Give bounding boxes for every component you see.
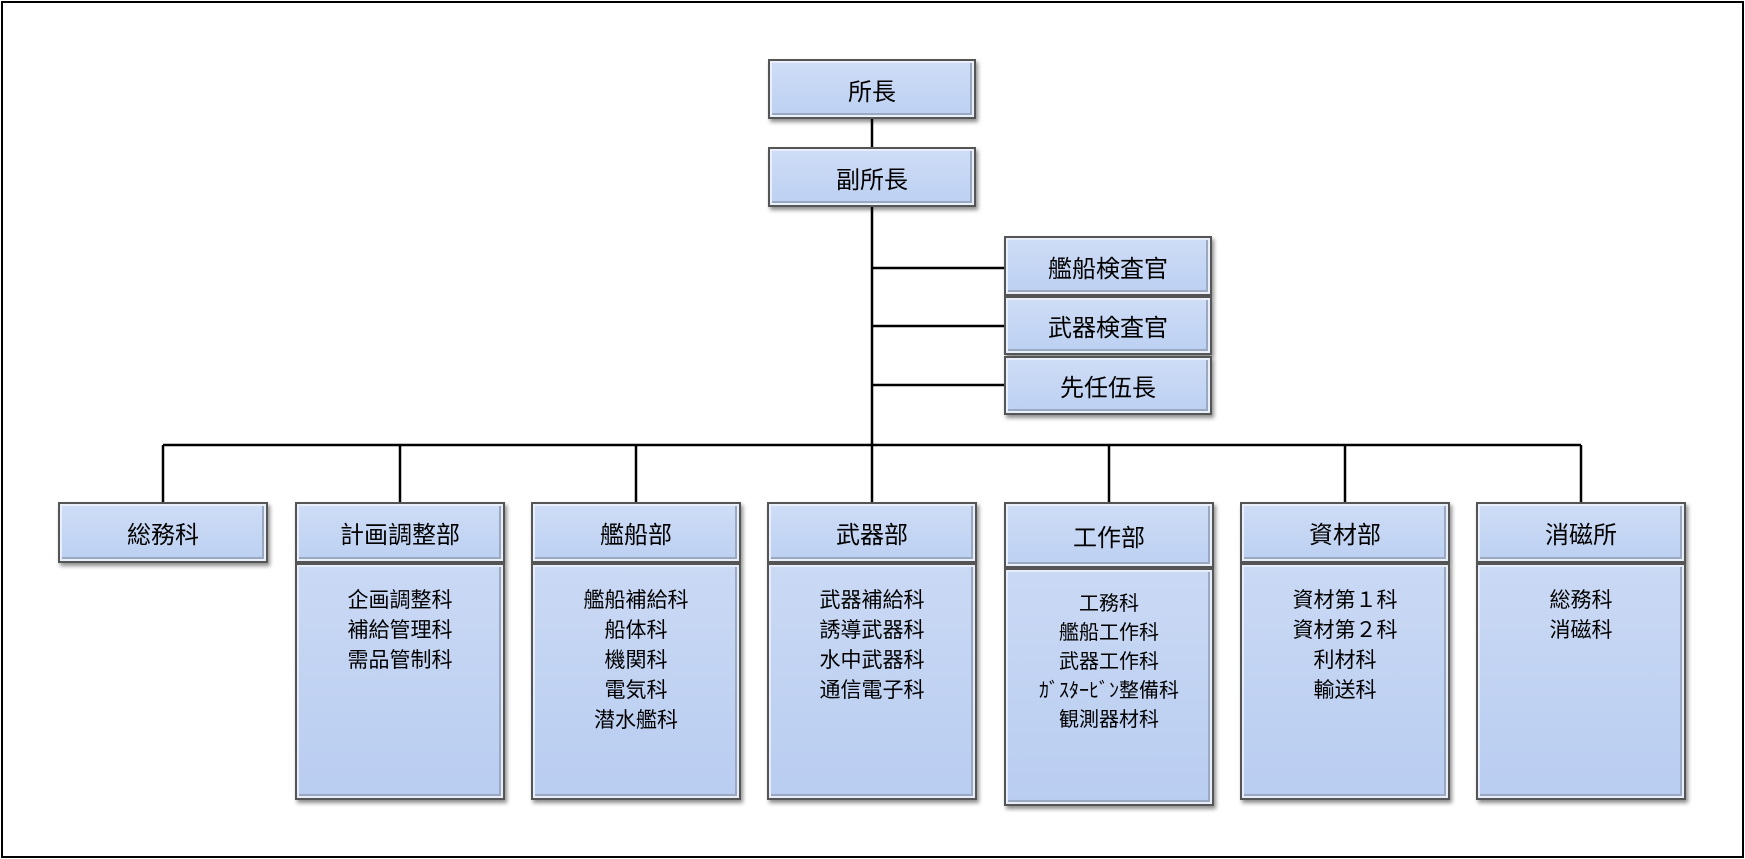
node-deputy-label: 副所長 [836,165,908,194]
unit-label: 総務科 [1549,588,1613,612]
unit-label: 潜水艦科 [594,708,678,732]
node-staff-2-label: 武器検査官 [1048,314,1168,342]
unit-label: 船体科 [604,618,668,642]
node-dept-6-label: 資材部 [1309,521,1381,549]
node-dept-3-units: 艦船補給科 船体科 機関科 電気科 潜水艦科 [531,563,741,800]
unit-label: 艦船工作科 [1059,620,1159,644]
node-dept-2: 計画調整部 [295,502,505,563]
node-dept-6-units: 資材第１科 資材第２科 利材科 輸送科 [1240,563,1450,800]
unit-label: ｶﾞｽﾀｰﾋﾞﾝ整備科 [1039,678,1179,702]
node-dept-1-label: 総務科 [127,521,199,549]
unit-label: 輸送科 [1313,678,1377,702]
node-dept-5-units: 工務科 艦船工作科 武器工作科 ｶﾞｽﾀｰﾋﾞﾝ整備科 観測器材科 [1004,568,1214,806]
node-dept-5-label: 工作部 [1073,523,1145,552]
node-dept-3-label: 艦船部 [600,521,672,549]
unit-label: 資材第２科 [1292,618,1398,642]
node-dept-4-units: 武器補給科 誘導武器科 水中武器科 通信電子科 [767,563,977,800]
unit-label: 補給管理科 [347,618,453,642]
unit-label: 資材第１科 [1292,588,1398,612]
node-staff-1: 艦船検査官 [1004,236,1212,296]
node-dept-1: 総務科 [58,502,268,563]
node-dept-5: 工作部 [1004,502,1214,568]
node-dept-6: 資材部 [1240,502,1450,563]
unit-label: 利材科 [1313,648,1377,672]
unit-label: 武器工作科 [1059,649,1159,673]
node-staff-1-label: 艦船検査官 [1048,254,1168,283]
node-dept-2-units: 企画調整科 補給管理科 需品管制科 [295,563,505,800]
node-dept-4-label: 武器部 [836,521,908,549]
node-director: 所長 [768,59,976,119]
node-dept-7: 消磁所 [1476,502,1686,563]
node-dept-7-label: 消磁所 [1545,521,1617,549]
unit-label: 工務科 [1079,591,1139,615]
node-deputy: 副所長 [768,147,976,207]
unit-label: 通信電子科 [819,678,925,702]
node-staff-3: 先任伍長 [1004,356,1212,415]
node-dept-4: 武器部 [767,502,977,563]
node-dept-2-label: 計画調整部 [340,521,460,549]
node-dept-3: 艦船部 [531,502,741,563]
node-staff-2: 武器検査官 [1004,296,1212,355]
unit-label: 艦船補給科 [583,588,689,612]
unit-label: 誘導武器科 [819,618,925,642]
node-dept-7-units: 総務科 消磁科 [1476,563,1686,800]
node-director-label: 所長 [848,77,896,106]
unit-label: 武器補給科 [819,588,925,612]
unit-label: 電気科 [604,678,668,702]
unit-label: 水中武器科 [819,648,925,672]
unit-label: 機関科 [604,648,668,672]
unit-label: 企画調整科 [347,588,453,612]
node-staff-3-label: 先任伍長 [1060,374,1156,402]
unit-label: 観測器材科 [1059,707,1159,731]
unit-label: 需品管制科 [347,648,453,672]
unit-label: 消磁科 [1549,618,1613,642]
